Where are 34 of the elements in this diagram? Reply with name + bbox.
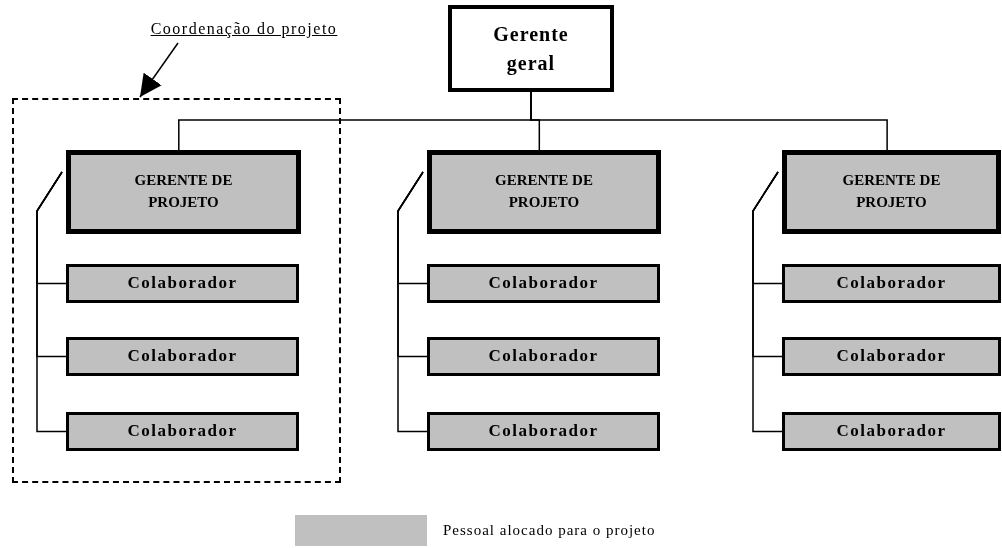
legend-label: Pessoal alocado para o projeto xyxy=(443,522,656,539)
box-label: GERENTE DE PROJETO xyxy=(494,171,594,212)
collaborator-box xyxy=(66,264,299,303)
dashed-group-box xyxy=(12,98,341,483)
project-manager-box xyxy=(782,150,1001,234)
box-label: Colaborador xyxy=(836,345,947,368)
connector-line xyxy=(36,171,67,433)
collaborator-box xyxy=(427,264,660,303)
connector-line xyxy=(397,171,428,433)
box-label: Gerente geral xyxy=(492,21,570,77)
box-label: Colaborador xyxy=(836,272,947,295)
box-label: GERENTE DE PROJETO xyxy=(133,171,234,212)
box-label: Colaborador xyxy=(127,345,238,368)
collaborator-box xyxy=(427,412,660,451)
box-label: Colaborador xyxy=(488,345,599,368)
collaborator-box xyxy=(782,264,1001,303)
project-manager-box xyxy=(66,150,301,234)
collaborator-box xyxy=(66,337,299,376)
box-label: Colaborador xyxy=(488,420,599,443)
collaborator-box xyxy=(782,412,1001,451)
general-manager-box xyxy=(448,5,614,92)
box-label: Colaborador xyxy=(488,272,599,295)
box-label: Colaborador xyxy=(127,272,238,295)
connector-line xyxy=(530,91,888,151)
collaborator-box xyxy=(66,412,299,451)
box-label: GERENTE DE PROJETO xyxy=(841,171,942,212)
box-label: Colaborador xyxy=(836,420,947,443)
collaborator-box xyxy=(782,337,1001,376)
box-label: Colaborador xyxy=(127,420,238,443)
connector-line xyxy=(752,171,783,433)
arrow xyxy=(139,42,179,98)
annotation-label: Coordenação do projeto xyxy=(150,19,338,40)
collaborator-box xyxy=(427,337,660,376)
project-manager-box xyxy=(427,150,661,234)
